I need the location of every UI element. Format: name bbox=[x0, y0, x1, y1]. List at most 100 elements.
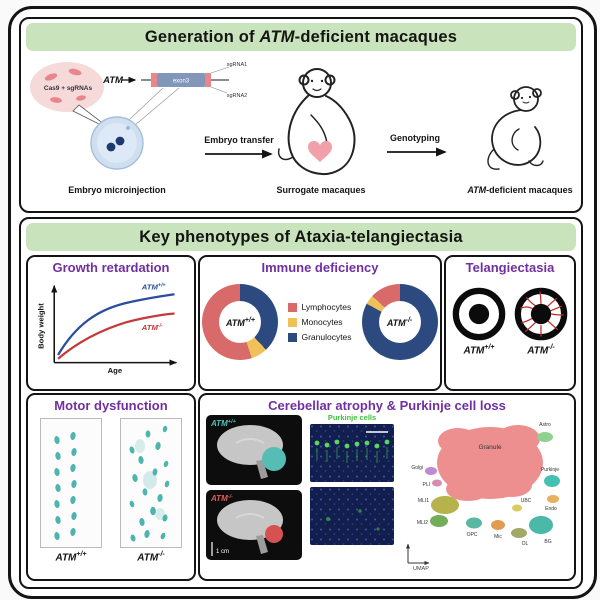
heart-icon bbox=[308, 141, 332, 162]
track-label-wt: ATM+/+ bbox=[55, 551, 87, 564]
cluster-label-astro: Astro bbox=[539, 422, 551, 428]
eye-ko bbox=[514, 287, 568, 341]
step3-label: ATM-deficient macaques bbox=[466, 185, 572, 195]
telangiectasia-title: Telangiectasia bbox=[465, 260, 555, 275]
immune-content: ATM+/+ Lymphocytes Monocytes Granulocyte… bbox=[200, 284, 440, 360]
scale-label: 1 cm bbox=[216, 549, 229, 555]
generation-section: Generation of ATM-deficient macaques Cas… bbox=[19, 17, 583, 213]
growth-chart: Body weight Age ATM+/+ ATM-/- bbox=[37, 282, 178, 375]
embryo bbox=[90, 116, 144, 170]
genotyping-label: Genotyping bbox=[390, 133, 440, 143]
donut-hole-wt: ATM+/+ bbox=[219, 301, 262, 343]
sgrna1-label: sgRNA1 bbox=[227, 62, 247, 68]
cluster-label-mli2: MLI2 bbox=[417, 520, 428, 526]
mri-label-wt: ATM+/+ bbox=[210, 419, 236, 428]
growth-retardation-panel: Growth retardation Body weight Age ATM+/… bbox=[26, 255, 196, 391]
footprint-track-ko bbox=[120, 418, 182, 548]
mri-images: ATM+/+ ATM-/- 1 cm bbox=[206, 415, 302, 560]
purkinje-image-wt bbox=[310, 424, 394, 482]
astro-cluster bbox=[537, 432, 553, 442]
cluster-label-bg: BG bbox=[544, 539, 551, 545]
eye-label-wt: ATM+/+ bbox=[463, 344, 495, 357]
footprint-marks-wt bbox=[54, 432, 77, 540]
granulocytes-swatch bbox=[288, 332, 298, 342]
purkinje-cell-layer-wt bbox=[314, 439, 390, 463]
cerebellar-title: Cerebellar atrophy & Purkinje cell loss bbox=[268, 398, 506, 413]
generation-title: Generation of ATM-deficient macaques bbox=[144, 27, 458, 46]
y-axis-label: Body weight bbox=[37, 303, 46, 349]
eye-column-wt: ATM+/+ bbox=[452, 287, 506, 356]
embryo-transfer-label: Embryo transfer bbox=[204, 135, 274, 145]
purkinje-image-ko bbox=[310, 487, 394, 545]
legend-item-granulocytes: Granulocytes bbox=[288, 332, 352, 342]
donut-hole-ko: ATM-/- bbox=[378, 301, 421, 343]
motor-title: Motor dysfunction bbox=[54, 398, 168, 413]
track-column-ko: ATM-/- bbox=[120, 418, 182, 563]
monocytes-swatch bbox=[288, 317, 298, 327]
legend-item-lymphocytes: Lymphocytes bbox=[288, 302, 351, 312]
dilated-vessels bbox=[520, 291, 564, 337]
mic-cluster bbox=[491, 520, 505, 530]
donut-chart-wt: ATM+/+ bbox=[202, 284, 279, 360]
eye-label-ko: ATM-/- bbox=[527, 344, 555, 357]
motor-dysfunction-panel: Motor dysfunction bbox=[26, 393, 196, 581]
atm-gene-construct: ATM exon3 sgRNA1 sgRNA2 bbox=[102, 62, 247, 137]
brainstem-wt bbox=[256, 460, 268, 479]
cerebellar-panel: Cerebellar atrophy & Purkinje cell loss … bbox=[198, 393, 576, 581]
generation-diagram: Cas9 + sgRNAs ATM exon3 sgRNA1 sgRNA2 bbox=[30, 62, 573, 195]
step1-label: Embryo microinjection bbox=[68, 185, 166, 195]
mri-ko: ATM-/- 1 cm bbox=[206, 490, 302, 560]
purkinje-images: Purkinje cells bbox=[310, 413, 394, 550]
mri-label-ko: ATM-/- bbox=[210, 494, 233, 503]
mri-wt: ATM+/+ bbox=[206, 415, 302, 485]
bg-cluster bbox=[529, 516, 553, 534]
ubc-cluster bbox=[512, 504, 522, 512]
purkinje-cell-layer-ko bbox=[326, 509, 380, 531]
cluster-label-opc: OPC bbox=[467, 532, 478, 538]
endo-cluster bbox=[547, 495, 559, 503]
cluster-label-purkinje: Purkinje bbox=[541, 467, 559, 473]
pli-cluster bbox=[432, 479, 442, 487]
exon3-label: exon3 bbox=[173, 79, 190, 85]
immune-deficiency-panel: Immune deficiency ATM+/+ Lymphocytes Mon… bbox=[198, 255, 442, 391]
donut-chart-ko: ATM-/- bbox=[361, 284, 438, 360]
donut-label-ko: ATM-/- bbox=[386, 316, 413, 328]
purkinje-cluster bbox=[544, 475, 560, 487]
footprint-smudges-ko bbox=[135, 439, 165, 520]
figure-border: Generation of ATM-deficient macaques Cas… bbox=[8, 6, 597, 599]
cerebellum-ko bbox=[265, 525, 283, 543]
mli2-cluster bbox=[430, 515, 448, 527]
wt-series-label: ATM+/+ bbox=[141, 282, 166, 291]
legend-item-monocytes: Monocytes bbox=[288, 317, 351, 327]
eye-column-ko: ATM-/- bbox=[514, 287, 568, 356]
atm-gene-label: ATM bbox=[102, 75, 124, 86]
cluster-label-ubc: UBC bbox=[521, 498, 532, 504]
purkinje-cells-label: Purkinje cells bbox=[327, 413, 377, 422]
eyes-content: ATM+/+ bbox=[446, 287, 574, 356]
track-column-wt: ATM+/+ bbox=[40, 418, 102, 563]
ko-series-label: ATM-/- bbox=[141, 323, 163, 332]
cas9-sgrna-complex: Cas9 + sgRNAs bbox=[30, 62, 104, 112]
generation-header: Generation of ATM-deficient macaques bbox=[26, 23, 576, 51]
cluster-label-golgi: Golgi bbox=[411, 465, 423, 471]
step2-label: Surrogate macaques bbox=[276, 185, 365, 195]
golgi-cluster bbox=[425, 467, 437, 475]
cluster-label-mic: Mic bbox=[494, 534, 502, 540]
atm-deficient-macaque-illustration bbox=[487, 86, 544, 170]
cluster-label-mli1: MLI1 bbox=[418, 498, 429, 504]
immune-title: Immune deficiency bbox=[261, 260, 379, 275]
umap-plot: Granule Astro Purkinje Endo Golgi PLI ML… bbox=[406, 422, 560, 571]
footprint-track-wt bbox=[40, 418, 102, 548]
cluster-label-pli: PLI bbox=[422, 482, 430, 488]
immune-legend: Lymphocytes Monocytes Granulocytes bbox=[288, 302, 352, 342]
growth-title: Growth retardation bbox=[52, 260, 170, 275]
ol-cluster bbox=[511, 528, 527, 538]
x-axis-label: Age bbox=[108, 366, 123, 375]
telangiectasia-panel: Telangiectasia ATM+/+ bbox=[444, 255, 576, 391]
lymphocytes-swatch bbox=[288, 302, 298, 312]
wt-growth-curve bbox=[57, 293, 175, 356]
phenotypes-header: Key phenotypes of Ataxia-telangiectasia bbox=[26, 223, 576, 251]
cas9-label: Cas9 + sgRNAs bbox=[44, 85, 93, 92]
cluster-label-endo: Endo bbox=[545, 506, 557, 512]
